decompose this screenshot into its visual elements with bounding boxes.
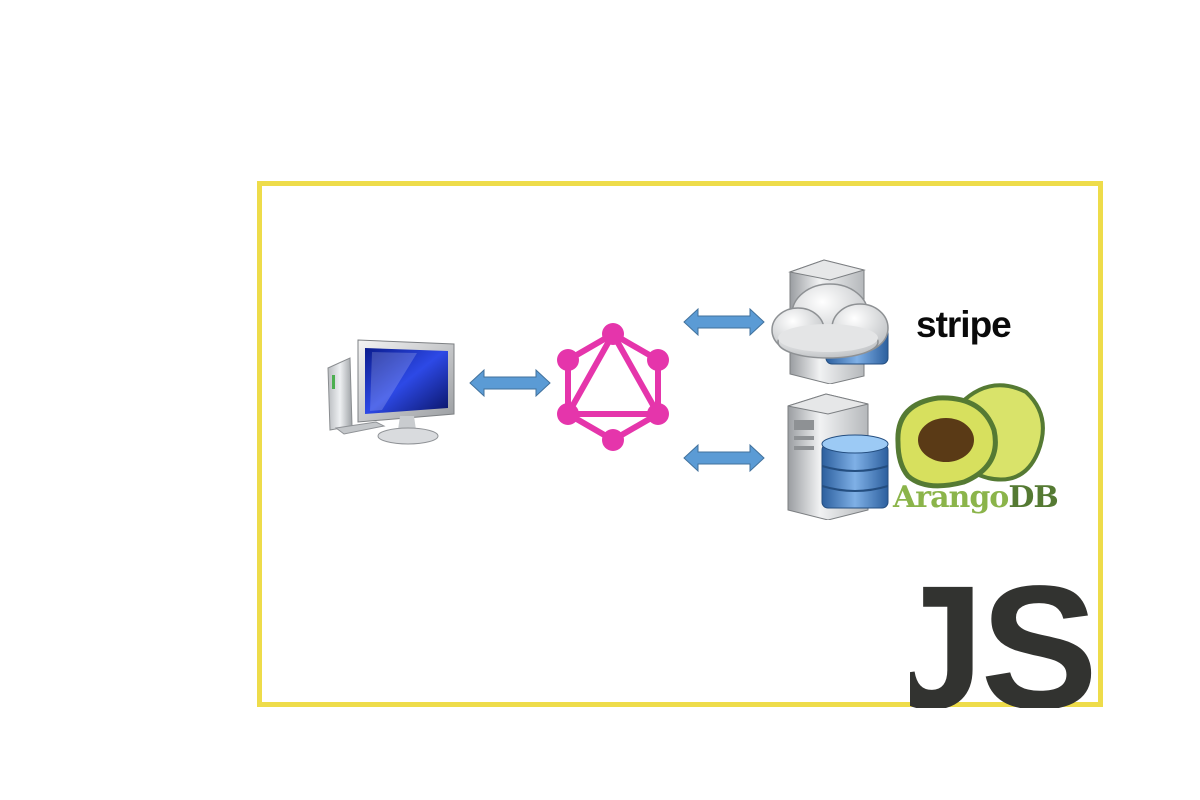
double-arrow-icon bbox=[683, 307, 765, 337]
js-logo-text: JS bbox=[910, 550, 1098, 708]
cloud-server-icon bbox=[771, 259, 889, 384]
database-server-icon bbox=[787, 393, 889, 520]
stripe-logo-text: stripe bbox=[916, 304, 1012, 345]
arangodb-logo-text: ArangoDB bbox=[893, 480, 1059, 515]
arangodb-logo-text-db: DB bbox=[1008, 480, 1058, 515]
desktop-computer-icon bbox=[327, 339, 455, 445]
avocado-icon bbox=[895, 383, 1045, 489]
js-badge: JS bbox=[910, 548, 1100, 708]
double-arrow-icon bbox=[683, 443, 765, 473]
arangodb-logo-text-arango: Arango bbox=[893, 480, 1009, 515]
double-arrow-icon bbox=[469, 368, 551, 398]
graphql-icon bbox=[557, 323, 669, 451]
